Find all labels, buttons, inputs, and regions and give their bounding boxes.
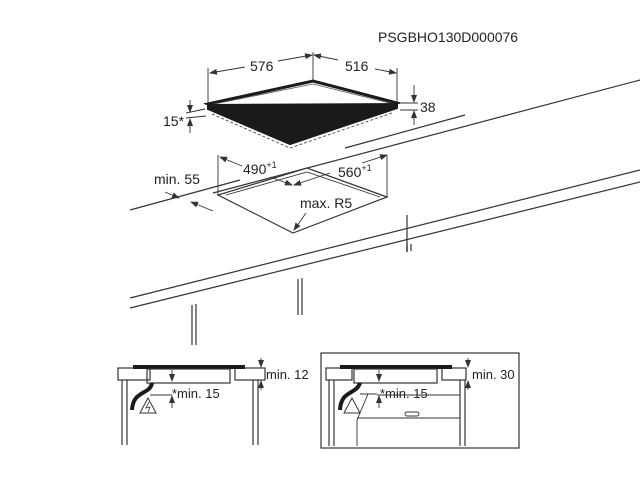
- hob: [203, 79, 403, 149]
- section-left: *min. 15 min. 12: [117, 358, 309, 445]
- left-top-gap-label: min. 12: [266, 367, 309, 382]
- legs: [191, 215, 412, 345]
- hob-height-label: 38: [420, 99, 436, 115]
- left-under-gap-label: *min. 15: [172, 386, 220, 401]
- cutout: 490+1 560+1 min. 55 max. R5: [154, 154, 389, 234]
- cutout-depth-label: 560+1: [338, 163, 372, 180]
- right-top-gap-label: min. 30: [472, 367, 515, 382]
- drawing-code: PSGBHO130D000076: [378, 29, 518, 45]
- countertop: [129, 79, 640, 309]
- cutout-width-label: 490+1: [243, 160, 277, 177]
- hob-dimensions: 576 516 38 15*: [163, 52, 436, 133]
- corner-radius-label: max. R5: [300, 195, 352, 211]
- section-right: *min. 15 min. 30: [320, 352, 520, 449]
- hob-edge-label: 15*: [163, 113, 185, 129]
- hob-depth-label: 516: [345, 58, 369, 74]
- min-front-distance-label: min. 55: [154, 171, 200, 187]
- hob-width-label: 576: [250, 58, 274, 74]
- right-under-gap-label: *min. 15: [380, 386, 428, 401]
